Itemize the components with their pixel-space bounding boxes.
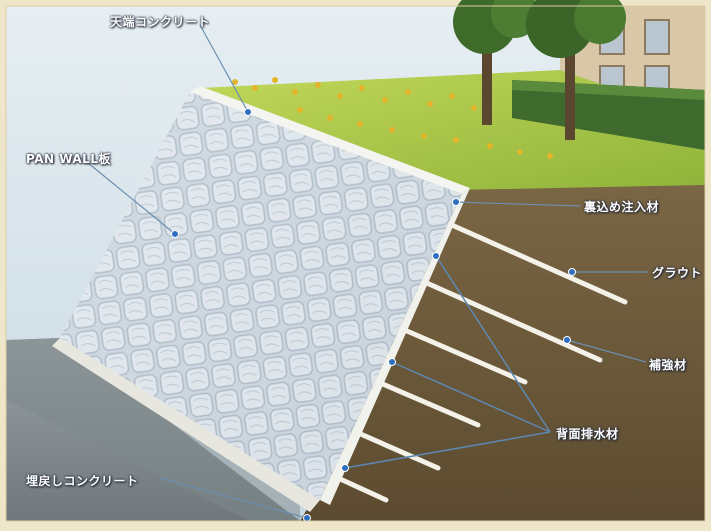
flowers (232, 77, 553, 159)
label-refill-concrete: 埋戻しコンクリート (26, 474, 139, 488)
markers (171, 108, 576, 522)
anchors (335, 219, 628, 503)
drainage-lines (344, 255, 551, 469)
label-backfill-grout: 裏込め注入材 (584, 200, 660, 214)
refill-concrete (52, 338, 320, 512)
wall-side-edge (320, 188, 470, 505)
soil (300, 185, 705, 521)
label-grout: グラウト (652, 266, 703, 280)
trees (453, 0, 626, 140)
inner-border (5, 5, 706, 522)
label-drainage: 背面排水材 (556, 427, 619, 441)
hedge (512, 80, 705, 150)
crown-concrete (190, 86, 470, 194)
pan-wall-panel-tint (60, 92, 462, 500)
label-crown-concrete: 天端コンクリート (110, 15, 211, 29)
lower-ground-shadow (6, 338, 300, 521)
label-pan-wall-panel: PAN WALL板 (26, 152, 111, 166)
label-reinforcement: 補強材 (649, 358, 687, 372)
leader-lines (81, 24, 648, 519)
